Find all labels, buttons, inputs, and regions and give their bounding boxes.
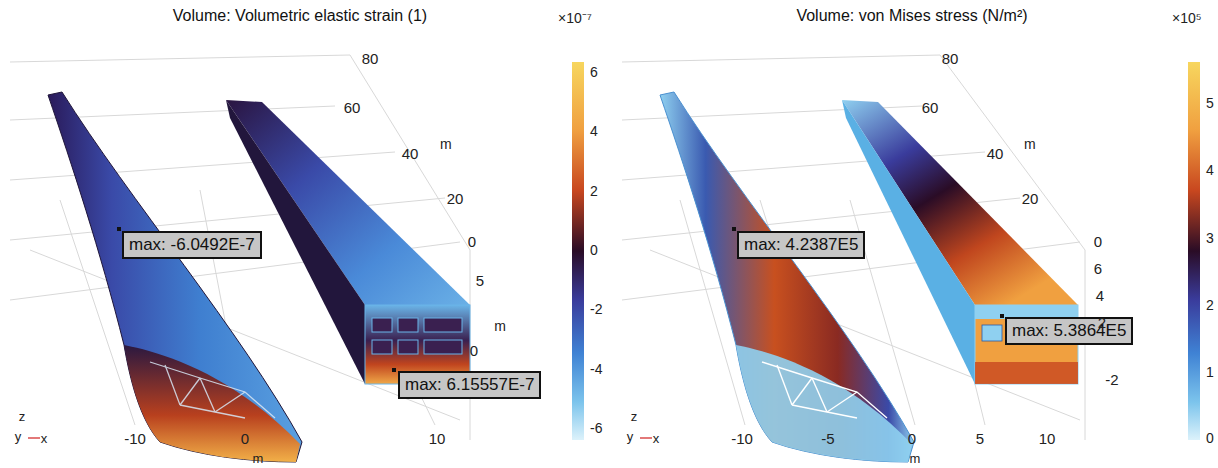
colorbar-exponent: ×10⁵ xyxy=(1172,11,1202,25)
max-annotation-box: max: 5.3864E5 xyxy=(1005,317,1133,345)
triad-axis: x xyxy=(653,432,660,445)
triad-axis: z xyxy=(19,410,26,423)
colorbar-tick: 0 xyxy=(590,243,598,257)
plot-title: Volume: von Mises stress (N/m²) xyxy=(796,8,1027,24)
triad-axis: z xyxy=(631,410,638,423)
colorbar-tick: 1 xyxy=(1206,365,1214,379)
colorbar-tick: 6 xyxy=(590,65,598,79)
colorbar-tick: -6 xyxy=(590,421,602,435)
axis-tick: 40 xyxy=(987,146,1004,161)
colorbar-tick: 0 xyxy=(1206,431,1214,445)
max-annotation-box: max: 6.15557E-7 xyxy=(398,371,541,399)
axis-unit: m xyxy=(253,452,264,465)
colorbar-tick: 4 xyxy=(590,124,598,138)
colorbar-tick: -2 xyxy=(590,302,602,316)
colorbar-tick: 2 xyxy=(590,184,598,198)
axis-tick: 60 xyxy=(922,100,939,115)
max-value: max: 5.3864E5 xyxy=(1012,321,1126,340)
axis-tick: 40 xyxy=(402,146,419,161)
axis-tick: 80 xyxy=(942,51,959,66)
max-value: max: 6.15557E-7 xyxy=(405,375,534,394)
max-annotation-box: max: -6.0492E-7 xyxy=(122,231,262,259)
axis-tick: 4 xyxy=(1096,288,1104,303)
axis-tick: 0 xyxy=(241,431,249,446)
axis-tick: 0 xyxy=(908,431,916,446)
axis-tick: 0 xyxy=(468,234,476,249)
axis-tick: 5 xyxy=(476,273,484,288)
axis-unit: m xyxy=(440,137,452,151)
axis-tick: 0 xyxy=(470,343,478,358)
axis-tick: 80 xyxy=(362,51,379,66)
max-value: max: 4.2387E5 xyxy=(744,235,858,254)
colorbar-tick: -4 xyxy=(590,362,602,376)
axis-unit: m xyxy=(910,452,921,465)
colorbar-exponent: ×10⁻⁷ xyxy=(558,11,592,25)
axis-tick: 10 xyxy=(429,431,446,446)
max-annotation-box: max: 4.2387E5 xyxy=(737,231,865,259)
axis-tick: -5 xyxy=(821,431,834,446)
axis-tick: 0 xyxy=(1094,234,1102,249)
axis-tick: 60 xyxy=(344,100,361,115)
axis-tick: 20 xyxy=(447,191,464,206)
axis-tick: 10 xyxy=(1039,431,1056,446)
plot-title: Volume: Volumetric elastic strain (1) xyxy=(173,8,427,24)
axis-tick: -2 xyxy=(1105,372,1118,387)
triad-axis: y xyxy=(627,430,634,443)
triad-axis: y xyxy=(15,430,22,443)
max-value: max: -6.0492E-7 xyxy=(129,235,255,254)
colorbar-tick: 2 xyxy=(1206,298,1214,312)
axis-tick: 20 xyxy=(1022,191,1039,206)
axis-tick: -10 xyxy=(731,431,753,446)
axis-unit: m xyxy=(494,319,506,333)
triad-axis: x xyxy=(41,432,48,445)
axis-unit: m xyxy=(1024,137,1036,151)
axis-tick: -10 xyxy=(124,431,146,446)
colorbar-tick: 5 xyxy=(1206,96,1214,110)
colorbar-tick: 3 xyxy=(1206,231,1214,245)
axis-tick: 6 xyxy=(1094,261,1102,276)
colorbar-tick: 4 xyxy=(1206,163,1214,177)
axis-tick: 5 xyxy=(976,431,984,446)
axis-tick: 2 xyxy=(1098,315,1106,330)
